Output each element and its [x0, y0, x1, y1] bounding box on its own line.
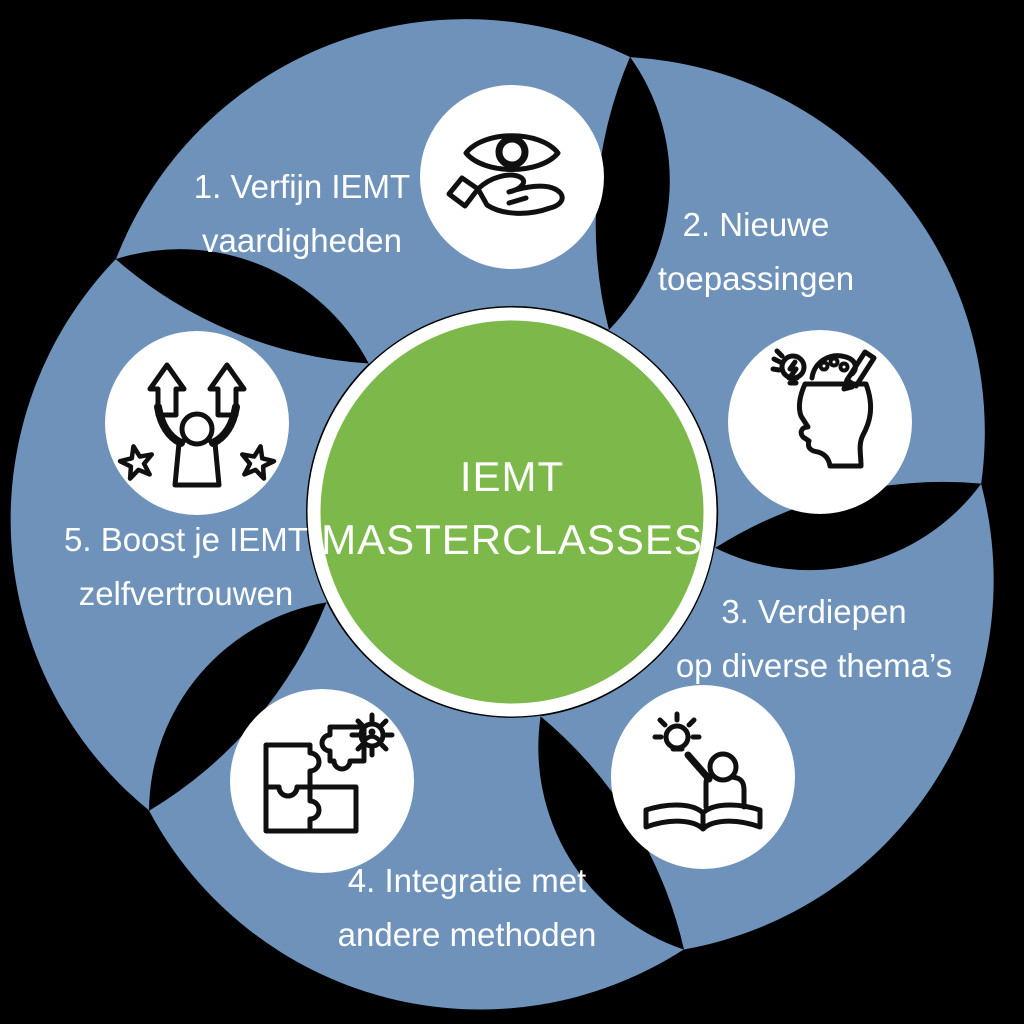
eye-over-hand-icon — [446, 133, 565, 216]
puzzle-gear-icon — [263, 712, 395, 834]
step-1-label-line-2: vaardigheden — [202, 222, 402, 259]
step-4-label: 4. Integratie met andere methoden — [338, 854, 597, 962]
step-3-label-line-2: op diverse thema’s — [675, 647, 953, 684]
step-2-label-line-2: toepassingen — [657, 260, 855, 297]
step-3-label-line-1: 3. Verdiepen — [721, 593, 907, 630]
step-1-label-line-1: 1. Verfijn IEMT — [193, 168, 411, 205]
idea-over-book-icon — [643, 711, 763, 832]
step-2-icon-circle — [728, 330, 912, 514]
center-title-line-2: MASTERCLASSES — [321, 516, 703, 563]
creative-head-icon — [770, 348, 877, 469]
step-4-label-line-2: andere methoden — [337, 916, 597, 953]
cheering-person-icon — [117, 362, 277, 488]
step-2-label: 2. Nieuwe toepassingen — [658, 198, 854, 306]
step-4-label-line-1: 4. Integratie met — [347, 862, 587, 899]
center-circle — [307, 307, 717, 717]
step-5-label-line-2: zelfvertrouwen — [78, 575, 294, 612]
step-1-label: 1. Verfijn IEMT vaardigheden — [194, 160, 410, 268]
step-5-label-line-1: 5. Boost je IEMT — [64, 521, 308, 558]
step-2-label-line-1: 2. Nieuwe — [682, 206, 830, 243]
step-5-label: 5. Boost je IEMT zelfvertrouwen — [64, 513, 308, 621]
center-title: IEMT MASTERCLASSES — [321, 445, 703, 571]
step-3-label: 3. Verdiepen op diverse thema’s — [676, 585, 952, 693]
step-4-icon-circle — [230, 689, 414, 873]
center-title-line-1: IEMT — [459, 453, 565, 500]
